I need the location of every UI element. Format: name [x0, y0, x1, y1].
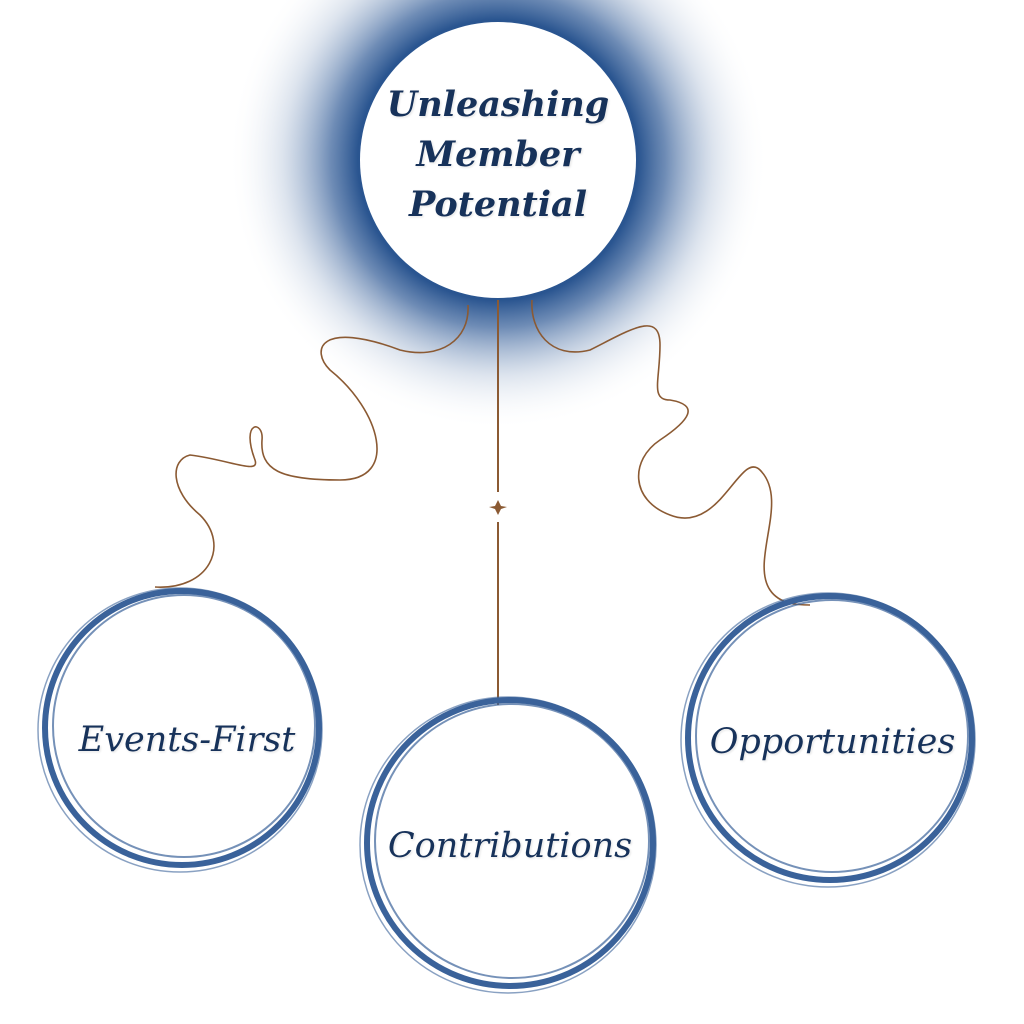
- node-label-opportunities: Opportunities: [709, 722, 956, 762]
- hub-title-line: Member: [416, 134, 580, 175]
- connector-left: [154, 304, 469, 588]
- hub-title: Unleashing Member Potential: [358, 80, 638, 230]
- hub-title-line: Potential: [408, 184, 588, 225]
- node-label-events-first: Events-First: [78, 720, 296, 760]
- hub-title-line: Unleashing: [386, 84, 610, 125]
- diamond-icon: [489, 500, 507, 515]
- hub-circle: [360, 22, 636, 298]
- node-ring-contributions: [359, 696, 657, 994]
- connector-right: [531, 299, 811, 606]
- node-ring-opportunities: [680, 592, 976, 888]
- node-label-contributions: Contributions: [387, 826, 633, 866]
- node-ring-events: [37, 587, 323, 873]
